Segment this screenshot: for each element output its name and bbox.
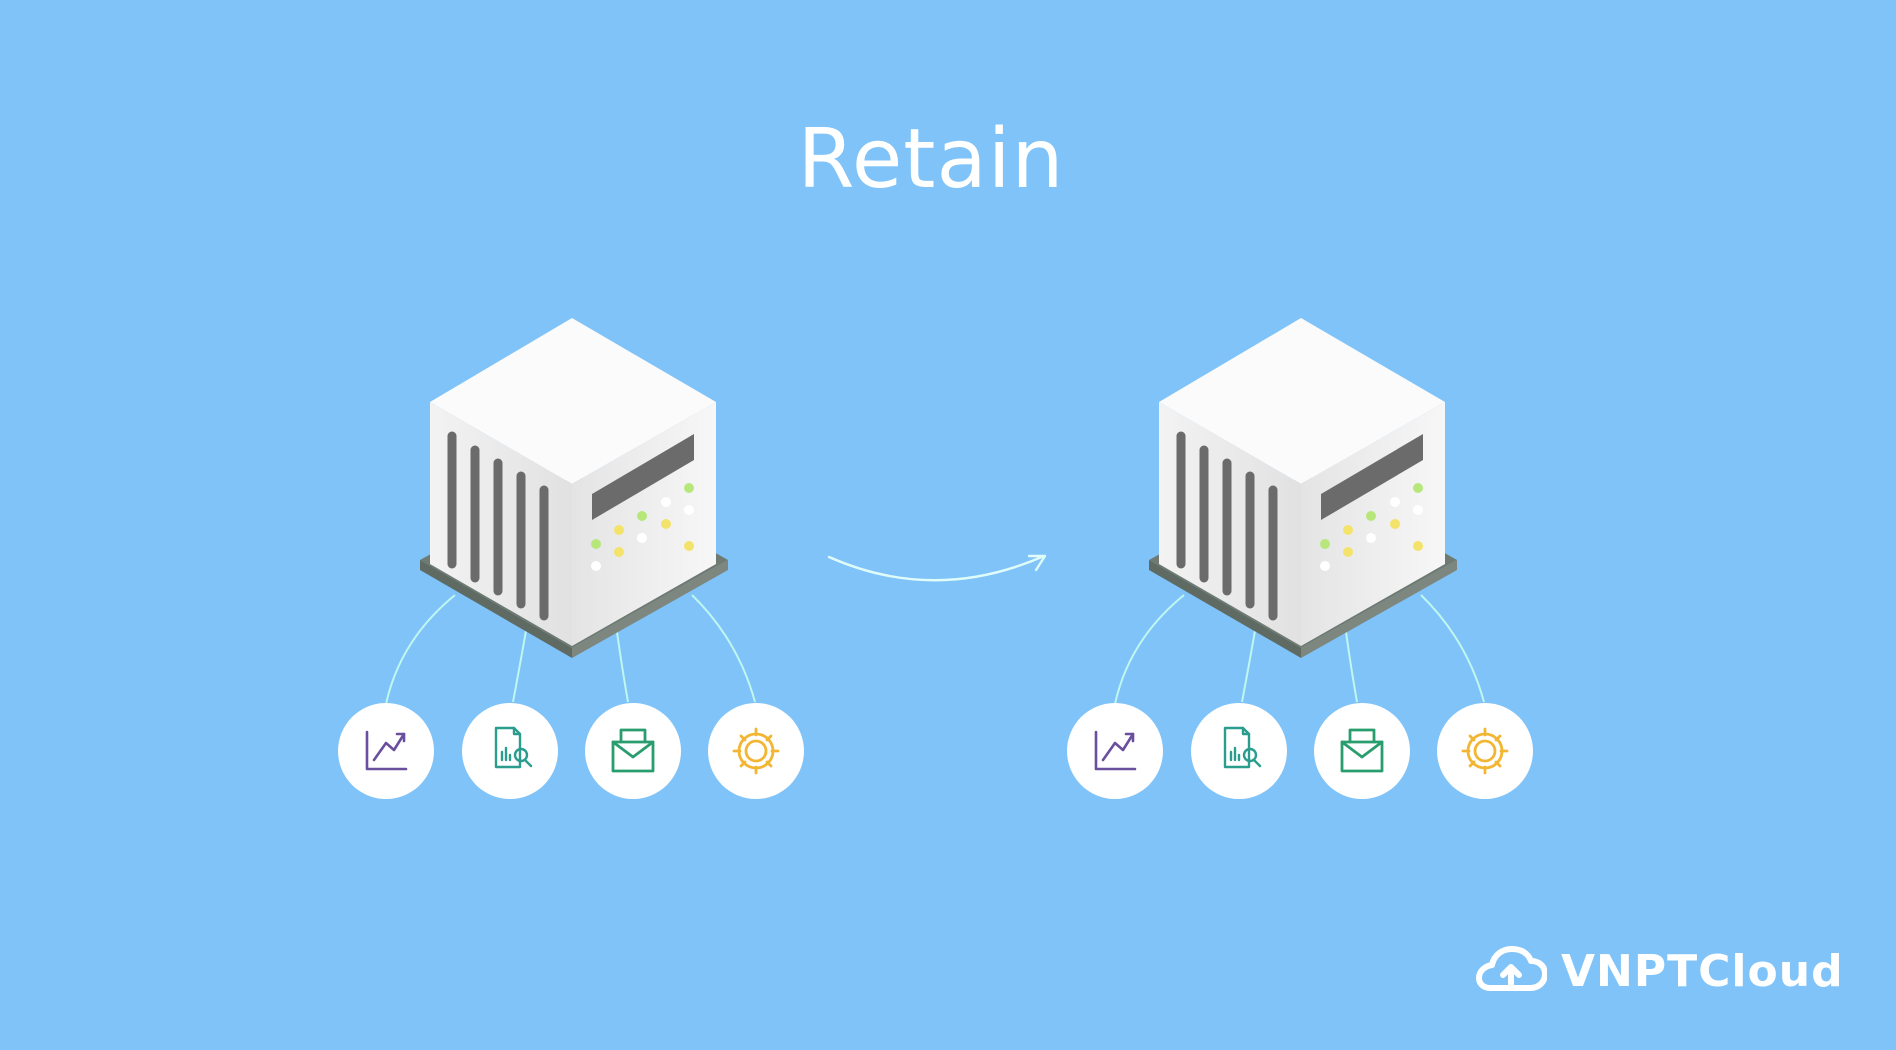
status-leds [591,483,694,571]
migration-arrow [827,554,1047,582]
source-server-group [338,318,804,799]
brand-logo: VNPTCloud [1475,940,1844,1002]
vent-slots [1176,431,1278,621]
target-server-group [1067,318,1533,799]
connector-line [1114,594,1185,705]
chart-trend-icon [1067,703,1163,799]
cloud-upload-icon [1476,946,1547,991]
envelope-icon [1314,703,1410,799]
gear-icon [708,703,804,799]
connector-line [385,594,456,705]
connector-line [1420,594,1485,703]
chart-trend-icon [338,703,434,799]
diagram-title: Retain [797,112,1065,207]
report-search-icon [1191,703,1287,799]
gear-icon [1437,703,1533,799]
service-icons [338,703,804,799]
connector-line [616,631,629,703]
vent-slots [447,431,549,621]
connector-line [691,594,756,703]
connector-line [1241,624,1257,703]
service-icons [1067,703,1533,799]
brand-name: VNPTCloud [1561,945,1844,997]
envelope-icon [585,703,681,799]
server-cube [1114,318,1485,705]
connector-line [1345,631,1358,703]
report-search-icon [462,703,558,799]
connector-line [512,624,528,703]
status-leds [1320,483,1423,571]
server-cube [385,318,756,705]
